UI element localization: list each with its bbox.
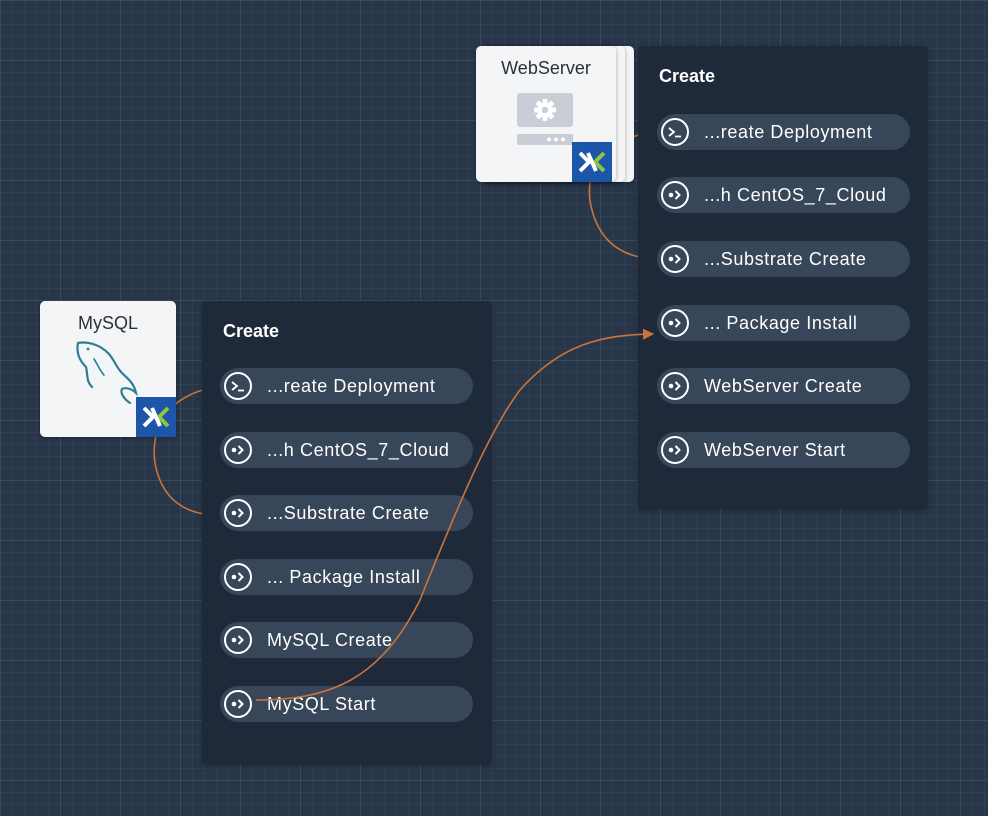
task-label: ... Package Install (704, 312, 858, 333)
panel-title: Create (223, 321, 280, 341)
task-service-start[interactable]: MySQL Start (220, 686, 473, 722)
task-service-create[interactable]: WebServer Create (657, 368, 910, 404)
nutanix-logo-icon (136, 397, 176, 437)
task-clone-centos[interactable]: ...h CentOS_7_Cloud (657, 177, 910, 213)
mysql-service-card[interactable]: MySQL (40, 301, 176, 437)
task-label: ...Substrate Create (704, 248, 867, 269)
task-arrow-icon (224, 563, 252, 591)
task-arrow-icon (224, 626, 252, 654)
task-arrow-icon (661, 372, 689, 400)
task-label: ...h CentOS_7_Cloud (267, 439, 450, 460)
task-create-deployment[interactable]: ...reate Deployment (220, 368, 473, 404)
task-arrow-icon (661, 181, 689, 209)
service-name: WebServer (501, 58, 591, 78)
task-arrow-icon (224, 499, 252, 527)
task-package-install[interactable]: ... Package Install (657, 305, 910, 341)
server-gear-icon (517, 93, 573, 152)
task-service-create[interactable]: MySQL Create (220, 622, 473, 658)
task-label: ...reate Deployment (267, 375, 436, 396)
task-label: ... Package Install (267, 566, 421, 587)
task-arrow-icon (661, 309, 689, 337)
task-create-deployment[interactable]: ...reate Deployment (657, 114, 910, 150)
task-substrate-create[interactable]: ...Substrate Create (657, 241, 910, 277)
task-arrow-icon (661, 245, 689, 273)
task-arrow-icon (224, 690, 252, 718)
task-arrow-icon (661, 436, 689, 464)
terminal-icon (661, 118, 689, 146)
task-service-start[interactable]: WebServer Start (657, 432, 910, 468)
nutanix-logo-icon (572, 142, 612, 182)
task-label: WebServer Start (704, 439, 846, 460)
task-label: WebServer Create (704, 375, 863, 396)
service-name: MySQL (77, 313, 138, 333)
webserver-service-card[interactable]: WebServer (476, 46, 616, 182)
task-label: MySQL Start (267, 693, 376, 714)
panel-title: Create (659, 66, 716, 86)
mysql-dolphin-icon (70, 339, 140, 410)
task-package-install[interactable]: ... Package Install (220, 559, 473, 595)
task-label: MySQL Create (267, 629, 393, 650)
task-label: ...reate Deployment (704, 121, 873, 142)
terminal-icon (224, 372, 252, 400)
task-substrate-create[interactable]: ...Substrate Create (220, 495, 473, 531)
task-clone-centos[interactable]: ...h CentOS_7_Cloud (220, 432, 473, 468)
task-arrow-icon (224, 436, 252, 464)
task-label: ...Substrate Create (267, 502, 430, 523)
task-label: ...h CentOS_7_Cloud (704, 184, 887, 205)
